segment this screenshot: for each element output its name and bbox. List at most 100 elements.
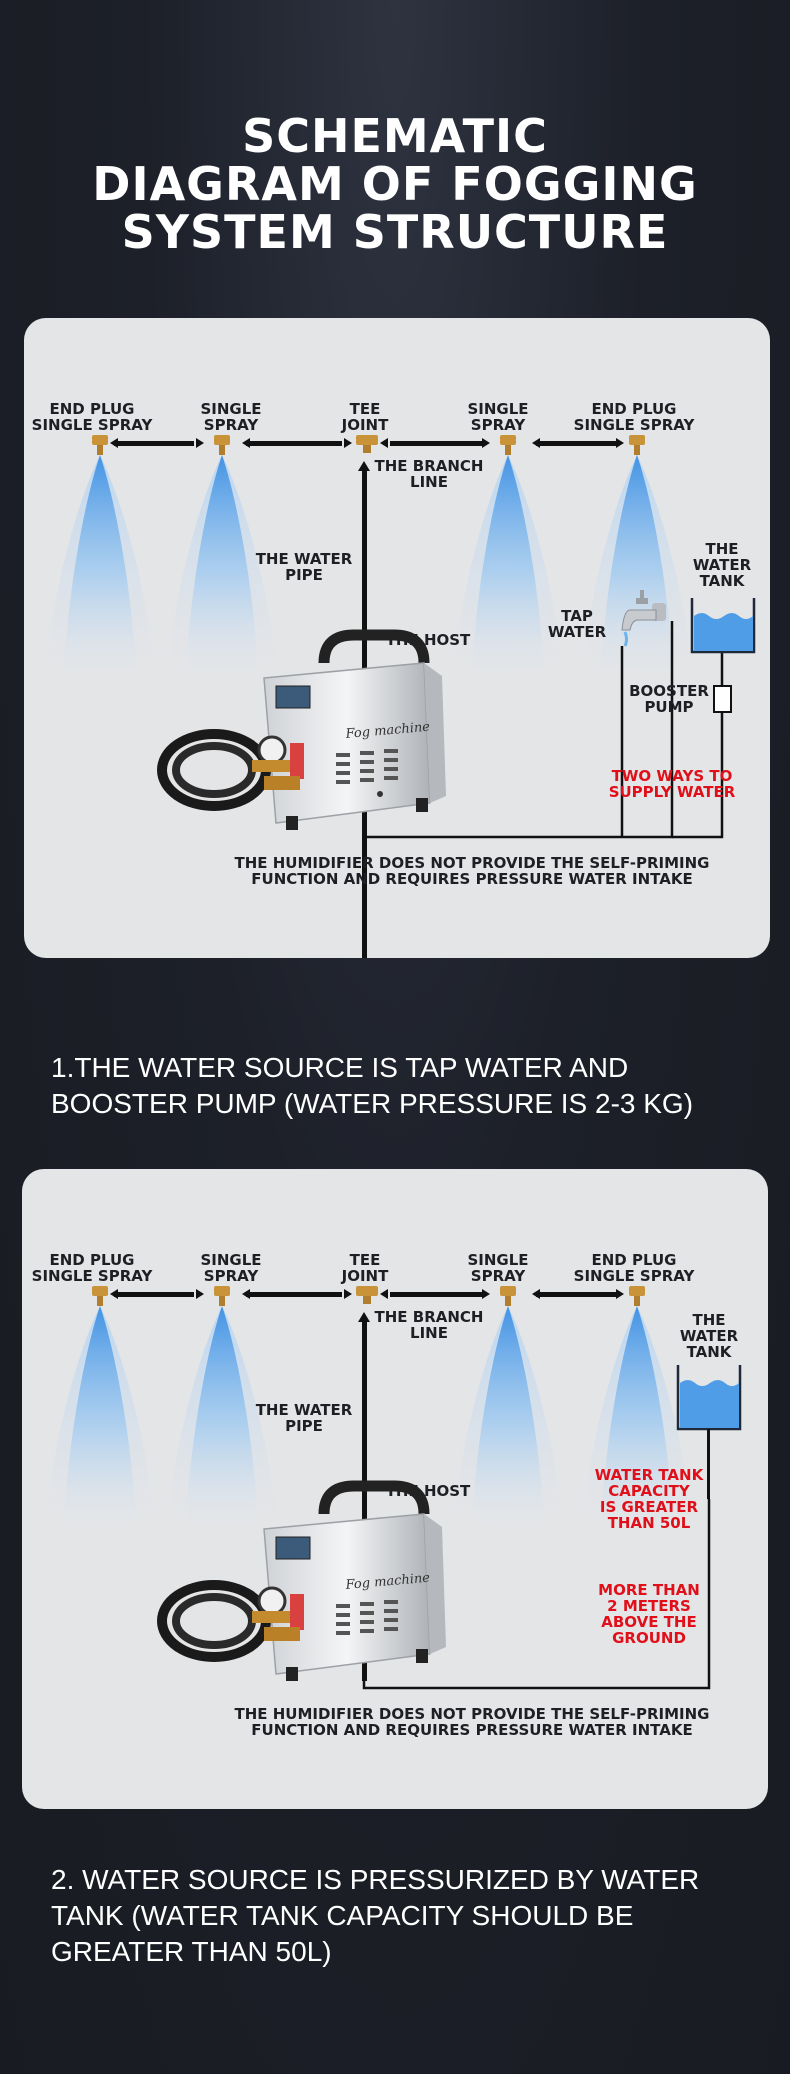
end-plug-label-left-2: SINGLE SPRAY (32, 416, 154, 434)
water-pipe-label-1: THE WATER (256, 1401, 353, 1419)
caption-method-1: 1.THE WATER SOURCE IS TAP WATER AND BOOS… (51, 1050, 771, 1122)
nozzle-4 (629, 1286, 645, 1306)
water-pipe-label-2: PIPE (285, 1417, 323, 1435)
branch-line-label-2: LINE (410, 1324, 448, 1342)
water-pipe-label-1: THE WATER (256, 550, 353, 568)
booster-pump-label-2: PUMP (644, 698, 693, 716)
title-line-1: SCHEMATIC (242, 109, 548, 163)
fogging-diagram-1: END PLUG SINGLE SPRAY SINGLE SPRAY TEE J… (32, 400, 756, 958)
note-line-2: FUNCTION AND REQUIRES PRESSURE WATER INT… (251, 870, 692, 888)
nozzle-1 (92, 435, 108, 455)
single-spray-label-left-2: SPRAY (204, 416, 260, 434)
arrow-up-icon (358, 1312, 370, 1322)
spray-mist-1 (44, 455, 156, 698)
tank-height-label-3: ABOVE THE (601, 1613, 697, 1631)
title-line-2: DIAGRAM OF FOGGING (92, 157, 698, 211)
spray-mist-4 (581, 455, 693, 698)
fogging-diagram-2: END PLUG SINGLE SPRAY SINGLE SPRAY TEE J… (32, 1251, 742, 1739)
tank-capacity-label-4: THAN 50L (608, 1514, 691, 1532)
spray-mist-2 (166, 1306, 278, 1549)
spray-mist-3 (452, 1306, 564, 1549)
water-tank-icon (690, 598, 756, 654)
arrow-up-icon (358, 461, 370, 471)
branch-line-label-2: LINE (410, 473, 448, 491)
nozzle-3 (500, 1286, 516, 1306)
tee-joint (356, 435, 378, 453)
water-pipe (362, 1321, 367, 1681)
tee-joint (356, 1286, 378, 1304)
spray-line (110, 438, 624, 448)
nozzle-2 (214, 435, 230, 455)
tank-label-1: THE (692, 1311, 725, 1329)
single-spray-label-left-1: SINGLE (200, 1251, 261, 1269)
spray-mist-2 (166, 455, 278, 698)
branch-line-label-1: THE BRANCH (375, 1308, 484, 1326)
caption-1-line-2: BOOSTER PUMP (WATER PRESSURE IS 2-3 KG) (51, 1088, 694, 1119)
two-ways-label-2: SUPPLY WATER (609, 783, 736, 801)
caption-1-line-1: 1.THE WATER SOURCE IS TAP WATER AND (51, 1052, 629, 1083)
water-tank-icon (676, 1365, 742, 1431)
end-plug-label-left-2: SINGLE SPRAY (32, 1267, 154, 1285)
tank-height-label-4: GROUND (612, 1629, 686, 1647)
single-spray-label-right-2: SPRAY (471, 1267, 527, 1285)
tee-joint-label-1: TEE (350, 400, 381, 418)
water-pipe-label-2: PIPE (285, 566, 323, 584)
caption-method-2: 2. WATER SOURCE IS PRESSURIZED BY WATER … (51, 1862, 771, 1970)
end-plug-label-left-1: END PLUG (50, 400, 135, 418)
two-ways-label-1: TWO WAYS TO (612, 767, 733, 785)
machine-brand: Fog machine (344, 1571, 431, 1593)
note-line-1: THE HUMIDIFIER DOES NOT PROVIDE THE SELF… (235, 854, 710, 872)
single-spray-label-left-2: SPRAY (204, 1267, 260, 1285)
title-line-3: SYSTEM STRUCTURE (121, 205, 669, 259)
nozzle-2 (214, 1286, 230, 1306)
fog-machine-image: Fog machine (157, 1480, 446, 1681)
spray-mist-4 (581, 1306, 693, 1549)
booster-pump-icon (713, 685, 732, 713)
tap-water-label-1: TAP (561, 607, 593, 625)
tank-label-3: TANK (700, 572, 746, 590)
single-spray-label-right-1: SINGLE (467, 400, 528, 418)
tank-label-3: TANK (687, 1343, 733, 1361)
branch-line-label-1: THE BRANCH (375, 457, 484, 475)
spray-mist-1 (44, 1306, 156, 1549)
end-plug-label-right-2: SINGLE SPRAY (574, 1267, 696, 1285)
tank-capacity-label-3: IS GREATER (600, 1498, 699, 1516)
tank-label-2: WATER (693, 556, 752, 574)
tank-height-label-2: 2 METERS (607, 1597, 691, 1615)
tap-water-label-2: WATER (548, 623, 607, 641)
tee-joint-label-2: JOINT (341, 416, 389, 434)
fog-machine-image: Fog machine (157, 629, 446, 830)
diagram-panel-tap-water: END PLUG SINGLE SPRAY SINGLE SPRAY TEE J… (24, 318, 770, 958)
nozzle-3 (500, 435, 516, 455)
booster-pump-label-1: BOOSTER (629, 682, 709, 700)
end-plug-label-right-1: END PLUG (592, 400, 677, 418)
tank-capacity-label-2: CAPACITY (608, 1482, 691, 1500)
nozzle-4 (629, 435, 645, 455)
single-spray-label-right-2: SPRAY (471, 416, 527, 434)
end-plug-label-right-1: END PLUG (592, 1251, 677, 1269)
end-plug-label-left-1: END PLUG (50, 1251, 135, 1269)
page-title: SCHEMATIC DIAGRAM OF FOGGING SYSTEM STRU… (0, 112, 790, 256)
supply-pipe (362, 621, 674, 839)
tank-label-1: THE (705, 540, 738, 558)
caption-2-line-1: 2. WATER SOURCE IS PRESSURIZED BY WATER (51, 1864, 700, 1895)
spray-line (110, 1289, 624, 1299)
nozzle-1 (92, 1286, 108, 1306)
caption-2-line-3: GREATER THAN 50L) (51, 1936, 332, 1967)
spray-mist-3 (452, 455, 564, 698)
note-line-1: THE HUMIDIFIER DOES NOT PROVIDE THE SELF… (235, 1705, 710, 1723)
tee-joint-label-1: TEE (350, 1251, 381, 1269)
tank-height-label-1: MORE THAN (598, 1581, 700, 1599)
machine-brand: Fog machine (344, 720, 431, 742)
faucet-icon (621, 590, 666, 647)
end-plug-label-right-2: SINGLE SPRAY (574, 416, 696, 434)
supply-pipe (362, 1499, 711, 1690)
single-spray-label-right-1: SINGLE (467, 1251, 528, 1269)
note-line-2: FUNCTION AND REQUIRES PRESSURE WATER INT… (251, 1721, 692, 1739)
tank-capacity-label-1: WATER TANK (595, 1466, 705, 1484)
tee-joint-label-2: JOINT (341, 1267, 389, 1285)
tank-label-2: WATER (680, 1327, 739, 1345)
diagram-panel-water-tank: END PLUG SINGLE SPRAY SINGLE SPRAY TEE J… (22, 1169, 768, 1809)
caption-2-line-2: TANK (WATER TANK CAPACITY SHOULD BE (51, 1900, 634, 1931)
single-spray-label-left-1: SINGLE (200, 400, 261, 418)
